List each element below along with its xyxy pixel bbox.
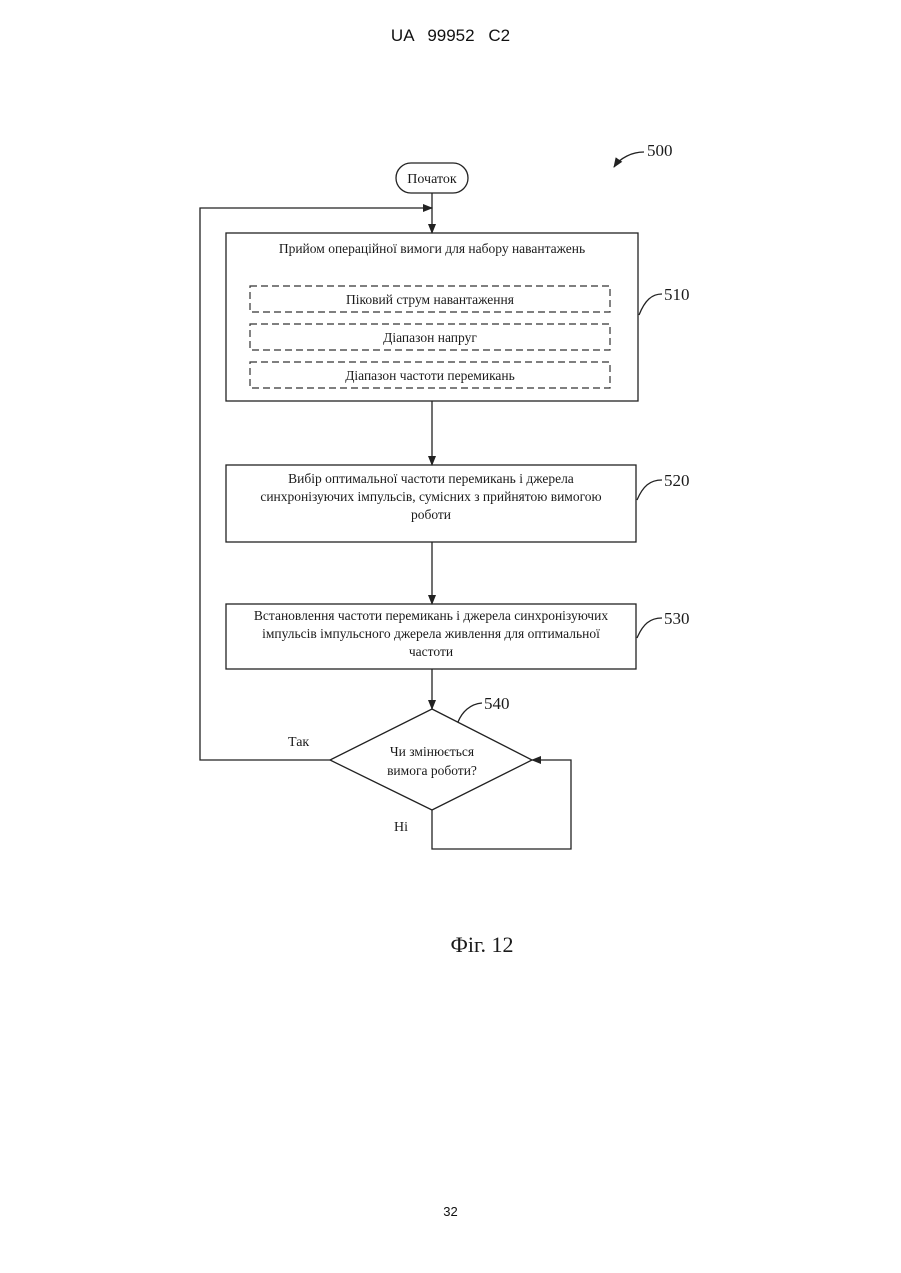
- step-510-item: Діапазон частоти перемикань: [345, 368, 515, 383]
- step-530-line: імпульсів імпульсного джерела живлення д…: [262, 626, 600, 641]
- step-530-box: Встановлення частоти перемикань і джерел…: [226, 604, 636, 669]
- yes-label: Так: [288, 735, 309, 750]
- svg-text:530: 530: [664, 609, 690, 628]
- ref-label-510: 510: [639, 285, 690, 315]
- step-520-line: синхронізуючих імпульсів, сумісних з при…: [260, 489, 601, 504]
- step-510-box: Прийом операційної вимоги для набору нав…: [226, 233, 638, 401]
- step-510-title: Прийом операційної вимоги для набору нав…: [279, 241, 585, 256]
- decision-540-line: Чи змінюється: [390, 744, 474, 759]
- ref-label-520: 520: [637, 471, 690, 500]
- ref-label-530: 530: [637, 609, 690, 638]
- step-520-box: Вибір оптимальної частоти перемикань і д…: [226, 465, 636, 542]
- step-510-item: Діапазон напруг: [383, 330, 477, 345]
- step-530-line: частоти: [409, 644, 453, 659]
- decision-540-line: вимога роботи?: [387, 763, 477, 778]
- step-530-line: Встановлення частоти перемикань і джерел…: [254, 608, 608, 623]
- ref-label-540: 540: [458, 694, 510, 722]
- figure-ref-500: 500: [614, 141, 673, 167]
- figure-caption: Фіг. 12: [450, 932, 513, 957]
- step-520-line: роботи: [411, 507, 451, 522]
- page-number: 32: [0, 1204, 901, 1219]
- decision-540-diamond: Чи змінюється вимога роботи?: [330, 709, 532, 810]
- svg-text:520: 520: [664, 471, 690, 490]
- svg-text:510: 510: [664, 285, 690, 304]
- step-520-line: Вибір оптимальної частоти перемикань і д…: [288, 471, 574, 486]
- start-terminal: Початок: [396, 163, 468, 193]
- step-510-item: Піковий струм навантаження: [346, 292, 514, 307]
- svg-text:Початок: Початок: [407, 172, 457, 187]
- no-label: Ні: [394, 820, 408, 835]
- svg-text:540: 540: [484, 694, 510, 713]
- svg-text:500: 500: [647, 141, 673, 160]
